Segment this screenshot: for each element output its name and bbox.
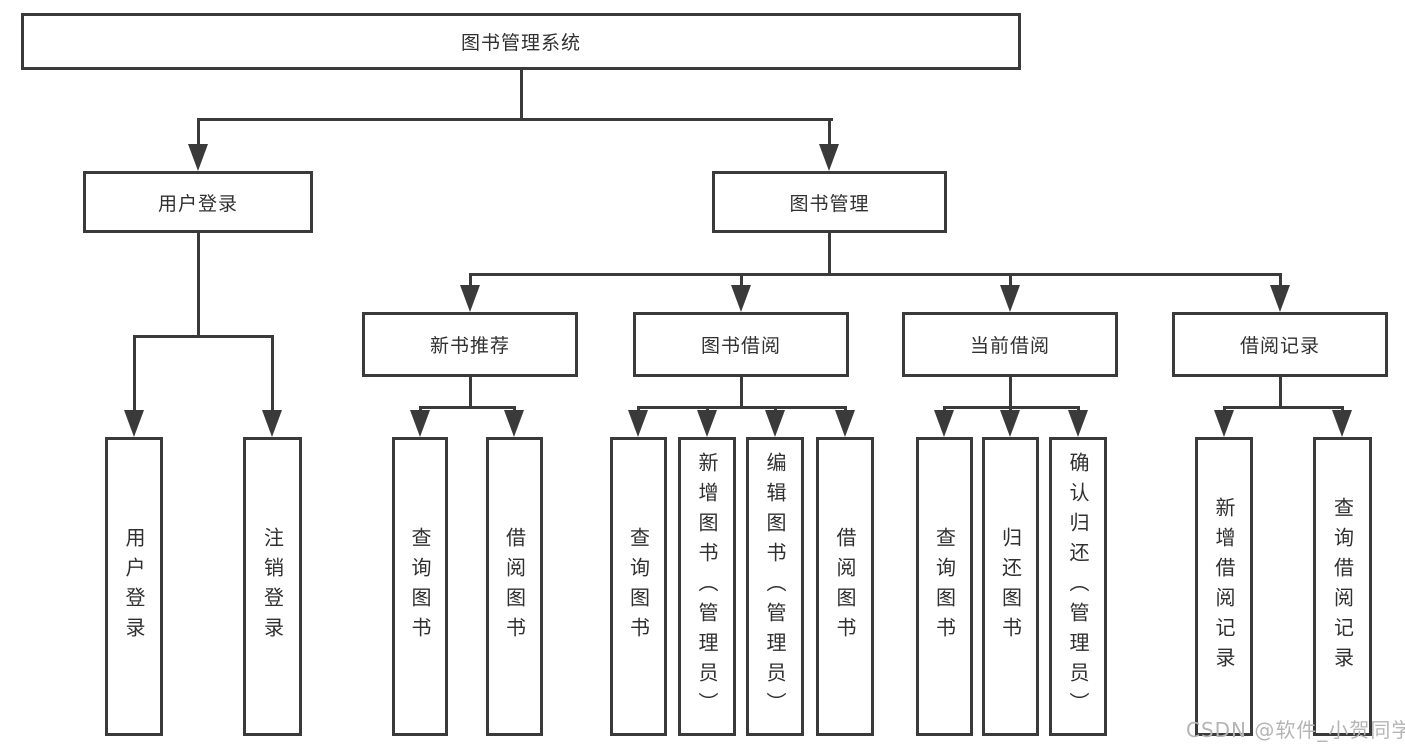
leaf-borrow-books-label: 借阅图书 [833,526,857,647]
connector-line [1009,273,1012,287]
arrow-down-icon [124,410,144,437]
arrow-down-icon [819,144,839,171]
connector-line [133,335,136,413]
leaf-add-borrow-record-label: 新增借阅记录 [1212,496,1236,677]
leaf-query-borrow-record-label: 查询借阅记录 [1330,496,1355,677]
leaf-logout: 注销登录 [243,437,302,736]
leaf-current-query-books: 查询图书 [916,437,973,736]
arrow-down-icon [1332,410,1352,437]
node-user-login: 用户登录 [83,171,313,233]
leaf-confirm-return-admin: 确认归还（管理员） [1049,437,1107,736]
arrow-down-icon [1214,410,1234,437]
arrow-down-icon [1270,285,1290,312]
connector-line [1009,406,1012,413]
connector-line [271,335,274,413]
connector-current-borrow-stem [1009,377,1012,409]
connector-root-branch [197,118,833,121]
leaf-return-books-label: 归还图书 [998,526,1023,647]
connector-book-management-branch [469,273,1282,276]
leaf-edit-book-admin-label: 编辑图书（管理员） [763,451,787,722]
node-new-book-recommend-label: 新书推荐 [429,335,510,357]
connector-book-management-stem [828,233,831,276]
node-borrow-records-label: 借阅记录 [1239,335,1320,357]
leaf-confirm-return-admin-label: 确认归还（管理员） [1066,451,1090,722]
connector-line [1341,406,1344,413]
connector-line [197,118,200,146]
leaf-recommend-query-books-label: 查询图书 [408,526,432,647]
connector-line [740,273,743,287]
node-book-borrow-label: 图书借阅 [700,335,781,357]
node-current-borrow: 当前借阅 [902,312,1118,377]
connector-line [1077,406,1080,413]
connector-book-borrow-branch [637,406,846,409]
leaf-recommend-borrow-books: 借阅图书 [486,437,543,736]
leaf-current-query-books-label: 查询图书 [932,526,957,647]
connector-borrow-records-stem [1279,377,1282,409]
leaf-borrow-query-books-label: 查询图书 [626,526,651,647]
leaf-add-borrow-record: 新增借阅记录 [1195,437,1253,736]
connector-line [469,273,472,287]
connector-recommend-branch [419,406,516,409]
connector-line [844,406,847,413]
leaf-recommend-borrow-books-label: 借阅图书 [502,526,527,647]
connector-user-login-branch [133,335,274,338]
connector-user-login-stem [197,233,200,338]
watermark: CSDN @软件_小贺同学 [1186,718,1405,742]
arrow-down-icon [765,410,785,437]
connector-line [774,406,777,413]
connector-line [637,406,640,413]
arrow-down-icon [697,410,717,437]
connector-line [943,406,946,413]
leaf-user-login-label: 用户登录 [122,526,146,647]
node-current-borrow-label: 当前借阅 [969,335,1050,357]
leaf-recommend-query-books: 查询图书 [392,437,448,736]
arrow-down-icon [835,410,855,437]
arrow-down-icon [628,410,648,437]
connector-borrow-records-branch [1223,406,1343,409]
node-root: 图书管理系统 [21,13,1021,70]
connector-line [419,406,422,413]
leaf-borrow-query-books: 查询图书 [610,437,667,736]
arrow-down-icon [460,285,480,312]
node-borrow-records: 借阅记录 [1172,312,1388,377]
leaf-user-login: 用户登录 [105,437,163,736]
connector-line [828,118,831,146]
arrow-down-icon [1068,410,1088,437]
connector-line [1279,273,1282,287]
node-book-management: 图书管理 [712,171,947,233]
connector-line [706,406,709,413]
arrow-down-icon [188,144,208,171]
leaf-return-books: 归还图书 [982,437,1039,736]
connector-line [1223,406,1226,413]
leaf-logout-label: 注销登录 [260,526,285,647]
node-root-label: 图书管理系统 [460,32,581,54]
arrow-down-icon [731,285,751,312]
connector-recommend-stem [469,377,472,409]
connector-root-stem [520,70,523,121]
connector-line [513,406,516,413]
node-user-login-label: 用户登录 [157,192,238,215]
arrow-down-icon [1000,410,1020,437]
node-book-borrow: 图书借阅 [633,312,849,377]
arrow-down-icon [504,410,524,437]
leaf-query-borrow-record: 查询借阅记录 [1313,437,1372,736]
connector-book-borrow-stem [740,377,743,409]
arrow-down-icon [262,410,282,437]
leaf-edit-book-admin: 编辑图书（管理员） [746,437,804,736]
leaf-add-book-admin-label: 新增图书（管理员） [695,451,719,722]
arrow-down-icon [1000,285,1020,312]
arrow-down-icon [410,410,430,437]
arrow-down-icon [934,410,954,437]
leaf-add-book-admin: 新增图书（管理员） [678,437,736,736]
node-new-book-recommend: 新书推荐 [362,312,578,377]
leaf-borrow-books: 借阅图书 [816,437,874,736]
node-book-management-label: 图书管理 [789,192,870,215]
